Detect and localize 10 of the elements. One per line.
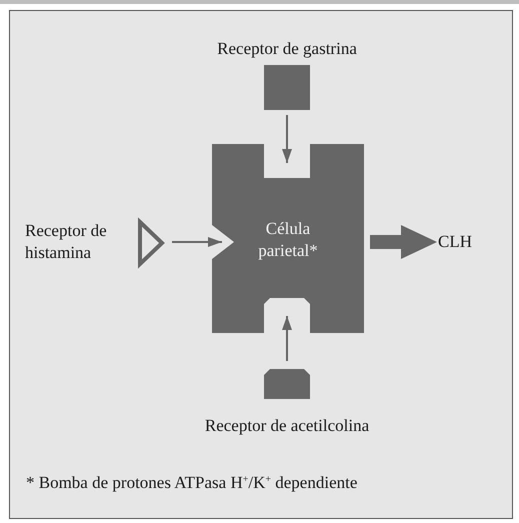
node-label: CLH: [438, 231, 473, 253]
arrow: [282, 115, 292, 163]
footnote: * Bomba de protones ATPasa H$^{+}$/K$^{+}$ dependiente: [26, 472, 358, 494]
node-label: Receptor de histamina: [25, 220, 108, 264]
node-label: Receptor de acetilcolina: [204, 415, 370, 437]
arrow: [172, 237, 222, 247]
arrow: [282, 316, 292, 361]
node-label: Receptor de gastrina: [216, 38, 358, 60]
block-arrow: [370, 225, 437, 259]
cell-label: Célula parietal*: [257, 218, 319, 262]
